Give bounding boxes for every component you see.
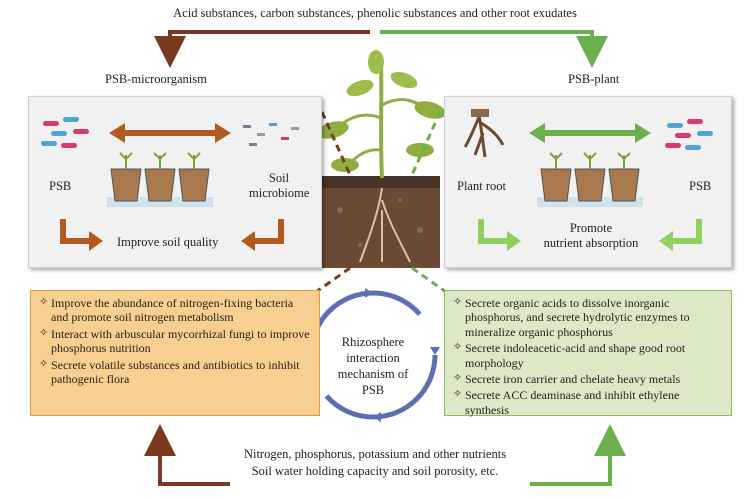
bullet-icon: ✧ (453, 388, 463, 401)
bullet-icon: ✧ (453, 371, 463, 384)
list-item: ✧Secrete organic acids to dissolve inorg… (453, 296, 690, 339)
list-item: ✧Secrete volatile substances and antibio… (39, 357, 300, 386)
plant-root-icon (463, 109, 505, 158)
cycle-circle (306, 288, 440, 422)
right-panel-title: PSB-plant (568, 72, 620, 86)
soil-microbiome-icon (243, 123, 299, 146)
left-panel-title: PSB-microorganism (105, 72, 207, 86)
mechanism-line3: mechanism of (337, 367, 409, 381)
left-panel: PSB Soil microbiome Improve soil quality (28, 96, 322, 268)
promote-line1: Promote (569, 221, 613, 235)
list-item: ✧Secrete indoleacetic-acid and shape goo… (453, 341, 686, 370)
bottom-nutrients-arrow (144, 424, 626, 486)
bidirectional-arrow (529, 123, 651, 143)
psb-bacteria-icon (41, 117, 89, 148)
list-item: ✧Interact with arbuscular mycorrhizal fu… (39, 326, 310, 356)
promote-label: Promote nutrient absorption (531, 221, 651, 251)
plant-pots-icon (107, 152, 213, 207)
plant-pots-icon (537, 152, 643, 207)
top-exudates-arrow (154, 30, 608, 68)
bullet-icon: ✧ (39, 357, 49, 370)
bullet-icon: ✧ (39, 296, 49, 308)
right-panel-graphics (463, 109, 713, 251)
dashed-connector-right-bottom (411, 266, 447, 294)
promote-line2: nutrient absorption (543, 236, 639, 250)
bullet-icon: ✧ (39, 326, 49, 339)
soil-label-line1: Soil (268, 171, 290, 185)
bullet-icon: ✧ (453, 296, 463, 308)
soil-label-line2: microbiome (249, 186, 310, 200)
right-panel: Plant root PSB Promote nutrient absorpti… (444, 96, 732, 268)
bidirectional-arrow (109, 123, 231, 143)
mechanism-line4: PSB (361, 383, 385, 397)
right-psb-label: PSB (689, 179, 712, 193)
microorganism-effects-box: ✧Improve the abundance of nitrogen-fixin… (30, 290, 320, 416)
bottom-caption: Nitrogen, phosphorus, potassium and othe… (0, 446, 750, 480)
improve-arrows (60, 219, 284, 251)
list-item: ✧Secrete iron carrier and chelate heavy … (453, 371, 681, 386)
mechanism-label: Rhizosphere interaction mechanism of PSB (318, 334, 428, 398)
top-caption: Acid substances, carbon substances, phen… (173, 6, 577, 20)
plant-effects-box: ✧Secrete organic acids to dissolve inorg… (444, 290, 732, 417)
promote-arrows (478, 219, 702, 251)
soil-microbiome-label: Soil microbiome (249, 171, 309, 201)
bullet-icon: ✧ (453, 341, 463, 354)
plant-illustration (317, 50, 446, 263)
left-psb-label: PSB (49, 179, 72, 193)
plant-root-label: Plant root (457, 179, 506, 193)
dashed-connector-left-bottom (315, 266, 351, 294)
list-item: ✧Improve the abundance of nitrogen-fixin… (39, 296, 294, 325)
bottom-caption-line2: Soil water holding capacity and soil por… (251, 463, 499, 478)
psb-bacteria-icon (665, 119, 713, 150)
list-item: ✧Secrete ACC deaminase and inhibit ethyl… (453, 388, 680, 417)
mechanism-line2: interaction (346, 351, 400, 365)
bottom-caption-line1: Nitrogen, phosphorus, potassium and othe… (243, 447, 507, 461)
improve-soil-label: Improve soil quality (117, 235, 219, 249)
left-panel-graphics (41, 117, 299, 251)
mechanism-line1: Rhizosphere (341, 335, 405, 349)
